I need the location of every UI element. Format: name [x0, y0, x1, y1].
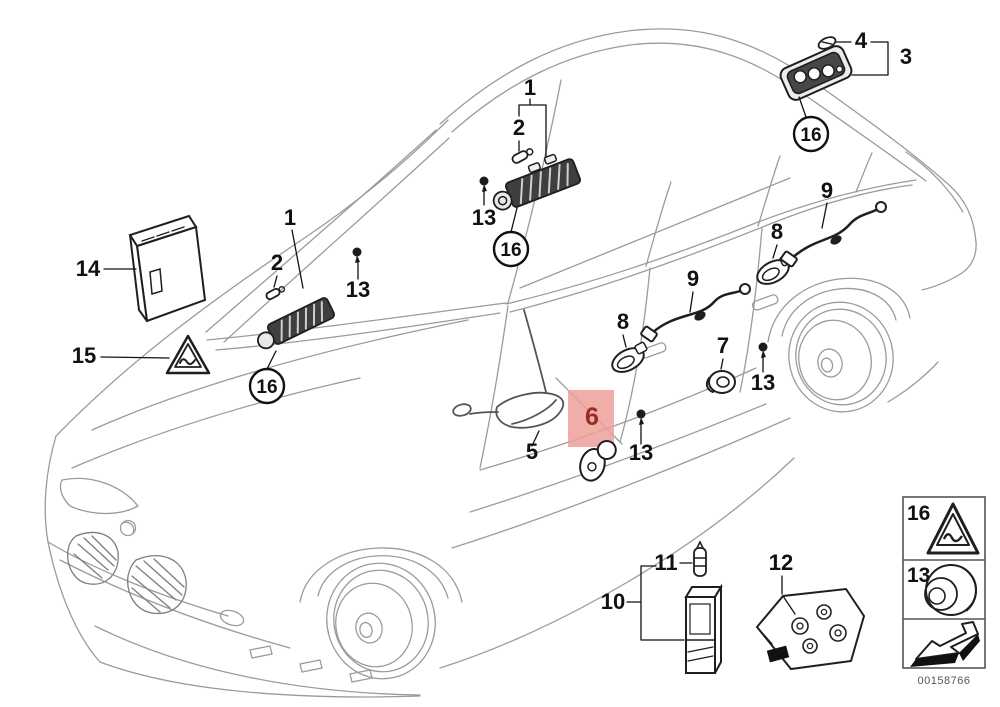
callout-5: 5 — [526, 439, 538, 464]
highlight-box-part6 — [568, 390, 614, 447]
callout-10: 10 — [601, 589, 625, 614]
callout-8-rear: 8 — [771, 219, 783, 244]
circled-16-top: 16 — [492, 230, 530, 268]
kidney-grille-icon — [67, 531, 187, 615]
callout-2-top: 2 — [513, 115, 525, 140]
callout-12: 12 — [769, 550, 793, 575]
bulb-icon — [817, 36, 837, 50]
direction-arrow-icon — [910, 621, 980, 667]
callout-13-door: 13 — [751, 370, 775, 395]
festoon-bulb-icon — [265, 286, 286, 301]
screw-icon — [352, 176, 768, 425]
door-light-wire-front — [640, 283, 751, 343]
callout-13-top: 13 — [472, 205, 496, 230]
callout-14: 14 — [76, 256, 101, 281]
door-mirror — [452, 309, 565, 429]
roof-console-light — [779, 45, 853, 101]
callout-3: 3 — [900, 44, 912, 69]
callouts: 1 2 13 4 3 9 8 9 8 7 13 1 2 13 14 15 5 6… — [72, 28, 912, 614]
legend-13-label: 13 — [907, 564, 930, 587]
grommet-icon — [924, 564, 977, 616]
callout-13-mirror: 13 — [629, 440, 653, 465]
interior-light-left — [257, 297, 336, 350]
rear-wheel — [767, 277, 911, 413]
callout-11: 11 — [654, 550, 677, 575]
festoon-bulb-icon — [511, 148, 534, 164]
callout-9-rear: 9 — [821, 178, 833, 203]
circled-16-roof: 16 — [792, 115, 830, 153]
callout-9-front: 9 — [687, 266, 699, 291]
callout-8-front: 8 — [617, 309, 629, 334]
front-wheel — [299, 547, 463, 680]
legend-box: 16 13 — [902, 496, 986, 669]
svg-text:16: 16 — [256, 377, 277, 398]
leader-lines — [100, 41, 889, 641]
callout-1-top: 1 — [524, 75, 536, 100]
door-light-wire-rear — [780, 201, 887, 268]
callout-2-left: 2 — [271, 250, 283, 275]
warning-triangle-icon — [926, 502, 980, 555]
interior-light-front — [492, 153, 581, 211]
svg-text:16: 16 — [800, 125, 821, 146]
bmw-roundel-icon — [119, 519, 137, 537]
circled-16-left: 16 — [248, 367, 286, 405]
trunk-lamp — [684, 583, 723, 674]
callout-13-left: 13 — [346, 277, 370, 302]
callout-4: 4 — [855, 28, 868, 53]
footwell-lamp — [579, 439, 617, 482]
svg-text:16: 16 — [500, 240, 521, 261]
callout-1-left: 1 — [284, 205, 296, 230]
diagram-part-number: 00158766 — [918, 675, 971, 687]
door-light-front — [611, 341, 648, 373]
bulb-icon — [693, 540, 707, 577]
callout-6-highlighted: 6 — [585, 403, 599, 431]
callout-15: 15 — [72, 343, 96, 368]
control-module — [128, 214, 207, 323]
callout-7: 7 — [717, 333, 729, 358]
warning-triangle-icon — [165, 334, 211, 375]
car-outline — [44, 28, 977, 698]
connector-block — [755, 587, 866, 671]
socket-grommet — [705, 370, 736, 394]
legend-16-label: 16 — [907, 502, 930, 525]
